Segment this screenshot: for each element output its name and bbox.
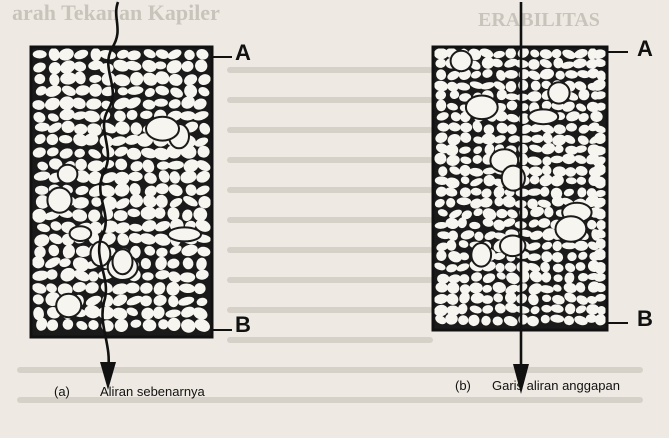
soil-grain bbox=[88, 271, 98, 281]
soil-grain bbox=[62, 121, 75, 133]
soil-block-a bbox=[30, 47, 213, 337]
figure-a-caption-text: Aliran sebenarnya bbox=[100, 384, 205, 399]
soil-grain bbox=[556, 216, 587, 241]
soil-grain bbox=[505, 70, 518, 79]
soil-grain bbox=[113, 249, 133, 274]
soil-grain bbox=[548, 82, 569, 103]
figure-b-caption-tag: (b) bbox=[455, 378, 471, 393]
soil-grain bbox=[471, 243, 491, 267]
soil-grain bbox=[33, 50, 47, 58]
soil-grain bbox=[168, 227, 201, 241]
figure-b-label-bottom: B bbox=[637, 306, 653, 332]
soil-grain bbox=[482, 295, 493, 304]
figure-b-caption-text: Garis aliran anggapan bbox=[492, 378, 620, 393]
soil-grain bbox=[451, 51, 472, 71]
figure-b-label-top: A bbox=[637, 36, 653, 62]
soil-grain bbox=[70, 226, 92, 241]
soil-grain bbox=[528, 109, 558, 124]
figure-a-label-top: A bbox=[235, 40, 251, 66]
soil-grain bbox=[58, 165, 78, 184]
soil-grain bbox=[466, 96, 498, 120]
soil-grain bbox=[130, 72, 143, 86]
soil-grain bbox=[47, 188, 71, 213]
soil-grain bbox=[142, 272, 153, 280]
soil-grain bbox=[146, 117, 179, 141]
soil-grain bbox=[541, 315, 550, 324]
figure-a-label-bottom: B bbox=[235, 312, 251, 338]
soil-grain bbox=[56, 294, 81, 317]
figure-a-caption-tag: (a) bbox=[54, 384, 70, 399]
soil-grain bbox=[575, 241, 589, 251]
